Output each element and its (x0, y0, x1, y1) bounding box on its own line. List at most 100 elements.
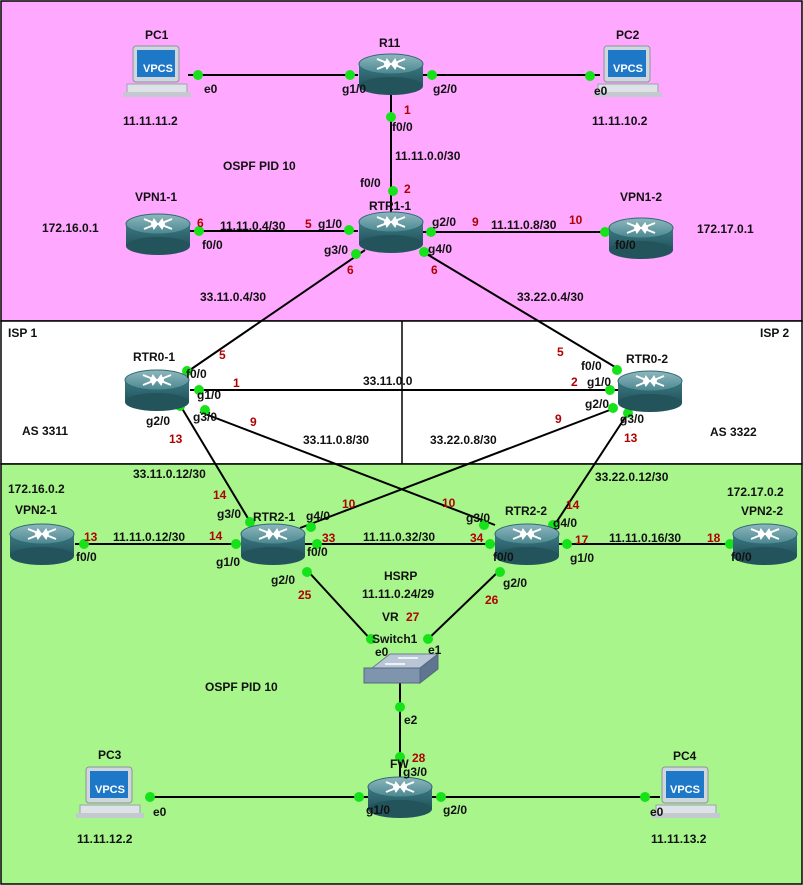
rtr2-1-name: RTR2-1 (253, 510, 295, 524)
net-rtr-rtr0-2: 33.22.0.4/30 (517, 290, 584, 304)
port-rtr02-g10: g1/0 (587, 375, 611, 389)
vpn2-2-name: VPN2-2 (741, 504, 783, 518)
pc4-name: PC4 (673, 749, 697, 763)
port-vpn11-f00: f0/0 (202, 238, 223, 252)
port-rtr02-f00: f0/0 (581, 359, 602, 373)
rtr0-2-router-icon[interactable] (617, 370, 683, 413)
port-rtr01-g30: g3/0 (193, 410, 217, 424)
port-switch-e0: e0 (375, 645, 389, 659)
host-ips: 11.11.11.2 11.11.10.2 172.16.0.1 172.17.… (8, 114, 784, 846)
rtr0-2-name: RTR0-2 (626, 352, 668, 366)
pc1-badge: VPCS (143, 63, 173, 75)
vpn2-1-ip: 172.16.0.2 (8, 482, 65, 496)
link-rtr1-1-rtr0-1[interactable] (186, 249, 366, 373)
device-names: PC1 PC2 R11 VPN1-1 RTR1-1 VPN1-2 RTR0-1 … (15, 28, 783, 771)
net-rtr0-1-rtr2-1: 33.11.0.12/30 (133, 467, 206, 481)
port-rtr11-g10: g1/0 (318, 217, 342, 231)
net-r11-rtr: 11.11.0.0/30 (395, 149, 461, 163)
port-rtr02-g20: g2/0 (585, 397, 609, 411)
port-rtr01-f00: f0/0 (186, 367, 207, 381)
link-rtr0-2-rtr2-2[interactable] (547, 409, 631, 536)
pc1-ip: 11.11.11.2 (123, 114, 178, 128)
octet-rtr02-g3: 13 (624, 431, 638, 445)
port-rtr11-f00: f0/0 (360, 176, 381, 190)
net-rtr0-2-rtr2-2: 33.22.0.12/30 (595, 470, 669, 484)
port-vpn22-f00: f0/0 (731, 550, 752, 564)
rtr2-1-router-icon[interactable] (240, 523, 306, 566)
link-rtr0-2-rtr2-1[interactable] (299, 407, 616, 529)
port-pc3-e0: e0 (153, 805, 167, 819)
link-rtr1-1-rtr0-2[interactable] (419, 249, 621, 371)
port-rtr21-g30: g3/0 (217, 507, 241, 521)
pc4-badge: VPCS (670, 784, 700, 796)
octet-rtr11-g2: 9 (472, 215, 479, 229)
link-rtr0-1-rtr2-1[interactable] (179, 404, 259, 536)
octet-rtr11-top: 2 (404, 182, 411, 196)
port-rtr21-g10: g1/0 (216, 555, 240, 569)
port-rtr11-g20: g2/0 (432, 215, 456, 229)
octet-vr: 27 (406, 610, 420, 624)
port-pc1-e0: e0 (204, 82, 218, 96)
link-rtr2-1-switch1[interactable] (304, 567, 374, 643)
octet-rtr21-g2: 25 (298, 588, 312, 602)
port-switch-e1: e1 (428, 643, 442, 657)
switch1-switch-icon[interactable] (363, 652, 440, 685)
port-vpn12-f00: f0/0 (615, 238, 636, 252)
net-rtr-rtr0-1: 33.11.0.4/30 (200, 290, 266, 304)
octet-rtr11-g3: 6 (347, 263, 354, 277)
octet-rtr22-g1: 17 (575, 533, 589, 547)
link-rtr2-2-switch1[interactable] (424, 569, 501, 643)
port-rtr11-g40: g4/0 (428, 242, 452, 256)
r11-name: R11 (379, 36, 401, 50)
octet-rtr22-g4: 14 (566, 498, 580, 512)
vpn1-1-name: VPN1-1 (135, 190, 177, 204)
rtr0-1-router-icon[interactable] (124, 369, 190, 412)
octet-rtr02-g2: 9 (555, 412, 562, 426)
port-rtr21-g40: g4/0 (306, 509, 330, 523)
vpn2-1-router-icon[interactable] (9, 523, 75, 566)
octet-rtr02-f0: 5 (557, 345, 564, 359)
vpn2-1-name: VPN2-1 (15, 503, 57, 517)
rtr2-2-name: RTR2-2 (505, 504, 547, 518)
net-vpn21: 11.11.0.12/30 (113, 530, 185, 544)
pc2-ip: 11.11.10.2 (592, 114, 648, 128)
octet-vpn22: 18 (707, 531, 721, 545)
port-rtr22-g20: g2/0 (503, 576, 527, 590)
hsrp-label: HSRP (384, 569, 417, 583)
rtr1-1-router-icon[interactable] (358, 211, 424, 254)
zone-label-isp1: ISP 1 (8, 326, 37, 340)
pc3-ip: 11.11.12.2 (77, 832, 133, 846)
net-vpn12: 11.11.0.8/30 (491, 218, 557, 232)
port-fw-g30: g3/0 (403, 765, 427, 779)
vpn1-1-router-icon[interactable] (125, 213, 191, 256)
pc3-badge: VPCS (95, 784, 125, 796)
octet-rtr22-f0: 34 (470, 531, 484, 545)
octet-rtr22-g3: 10 (442, 496, 456, 510)
zone-label-isp2: ISP 2 (760, 326, 789, 340)
port-rtr22-g10: g1/0 (570, 551, 594, 565)
port-r11-g20: g2/0 (433, 82, 457, 96)
octet-rtr21-g1: 14 (209, 529, 223, 543)
pc4-ip: 11.11.13.2 (651, 832, 707, 846)
net-isp-link: 33.11.0.0 (363, 374, 413, 388)
link-rtr0-1-rtr2-2[interactable] (199, 411, 496, 526)
port-pc4-e0: e0 (650, 805, 664, 819)
host-octets: 1 2 6 5 9 10 6 6 5 5 1 2 9 9 13 13 14 10… (84, 103, 721, 765)
pc2-badge: VPCS (613, 63, 643, 75)
net-hsrp: 11.11.0.24/29 (362, 587, 434, 601)
net-vpn11: 11.11.0.4/30 (220, 219, 286, 233)
vpn1-2-ip: 172.17.0.1 (697, 222, 754, 236)
octet-vpn11: 6 (197, 216, 204, 230)
port-r11-g10: g1/0 (342, 82, 366, 96)
port-rtr22-g40: g4/0 (553, 516, 577, 530)
octet-vpn12: 10 (569, 213, 583, 227)
octet-rtr01-g2: 13 (169, 432, 183, 446)
r11-router-icon[interactable] (358, 53, 424, 96)
pc1-name: PC1 (145, 28, 169, 42)
pc3-name: PC3 (98, 748, 122, 762)
port-dots (79, 70, 735, 802)
net-rtr0-1-rtr2-2: 33.11.0.8/30 (303, 433, 369, 447)
octet-rtr01-f0: 5 (219, 348, 226, 362)
octet-rtr11-g1: 5 (305, 217, 312, 231)
port-rtr01-g20: g2/0 (146, 414, 170, 428)
